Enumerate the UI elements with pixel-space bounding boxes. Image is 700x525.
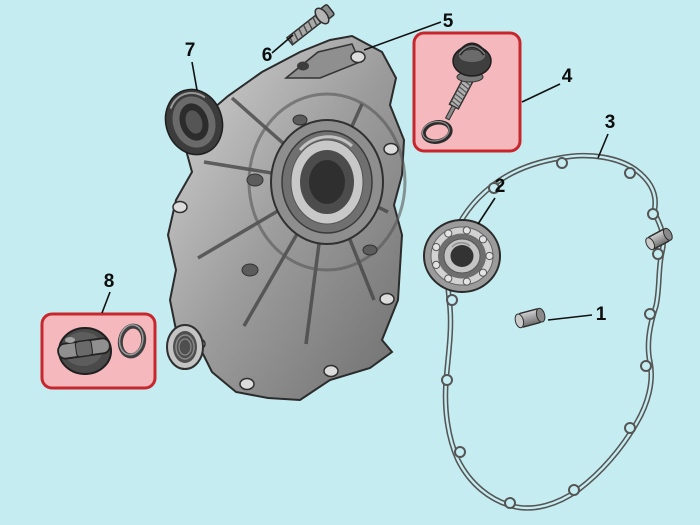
o-ring <box>421 120 453 144</box>
leader-8 <box>101 291 111 314</box>
leader-5 <box>363 21 442 51</box>
leader-lines <box>101 21 609 321</box>
crankcase-cover <box>166 34 407 402</box>
cover-bearing-boss <box>270 119 384 245</box>
dowel-pin <box>514 307 546 329</box>
leader-3 <box>597 133 609 159</box>
callout-7[interactable]: 7 <box>185 40 196 61</box>
gasket-bolt-holes <box>441 157 664 509</box>
flange-bolt <box>285 4 335 46</box>
callout-6[interactable]: 6 <box>262 45 273 66</box>
plug-wing-handle <box>57 337 111 360</box>
sealing-washer <box>117 323 147 359</box>
leader-2 <box>477 197 496 225</box>
leader-6 <box>271 34 294 54</box>
bearing-balls <box>432 226 494 286</box>
callout-4[interactable]: 4 <box>562 66 573 87</box>
leader-4 <box>521 83 561 103</box>
oil-dipstick <box>444 42 492 121</box>
oil-drain-plug <box>57 327 112 375</box>
leader-7 <box>191 61 198 91</box>
cover-small-bosses <box>241 114 378 277</box>
callouts: 1 2 3 4 5 6 7 8 <box>104 11 616 325</box>
gasket <box>441 152 667 511</box>
callout-3[interactable]: 3 <box>605 112 616 133</box>
oil-seal <box>164 88 224 156</box>
cover-threaded-boss <box>166 324 204 370</box>
leader-1 <box>547 314 593 321</box>
callout-2[interactable]: 2 <box>495 176 506 197</box>
dowel-pin-2 <box>645 227 673 251</box>
callout-1[interactable]: 1 <box>596 304 607 325</box>
callout-5[interactable]: 5 <box>443 11 454 32</box>
callout-8[interactable]: 8 <box>104 271 115 292</box>
ball-bearing <box>423 219 501 293</box>
